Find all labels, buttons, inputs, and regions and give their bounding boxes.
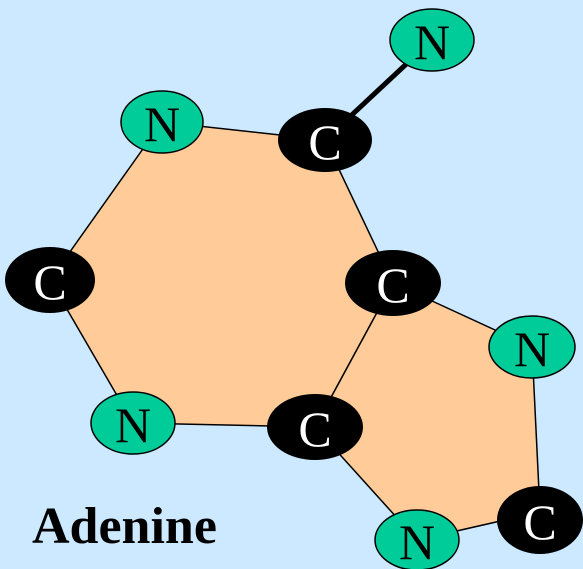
atom-right-n: N [488, 315, 576, 379]
atom-right-c-node [345, 250, 441, 316]
atom-bottom-c: C [267, 394, 363, 460]
atom-bottom-left-n-label: N [115, 397, 151, 453]
atom-bottom-n: N [374, 509, 460, 569]
atom-amine-n: N [389, 8, 475, 72]
atom-left-c-label: C [33, 254, 66, 310]
atom-bottom-c-label: C [298, 401, 331, 457]
atom-corner-c-node [497, 486, 583, 554]
atom-corner-c-label: C [523, 494, 556, 550]
atom-right-c-label: C [376, 257, 409, 313]
atom-amine-n-node [389, 8, 475, 72]
atom-top-n-node [120, 90, 204, 154]
atom-top-c-label: C [308, 114, 341, 170]
molecule-name: Adenine [32, 498, 217, 555]
atom-right-n-node [488, 315, 576, 379]
atom-bottom-left-n: N [90, 391, 176, 455]
atom-left-c-node [5, 247, 95, 313]
atom-amine-n-label: N [414, 14, 450, 70]
atom-top-c-node [278, 108, 372, 172]
atom-bottom-left-n-node [90, 391, 176, 455]
atom-corner-c: C [497, 486, 583, 554]
atom-top-c: C [278, 108, 372, 172]
atom-right-c: C [345, 250, 441, 316]
atom-left-c: C [5, 247, 95, 313]
atom-right-n-label: N [514, 321, 550, 377]
atom-top-n: N [120, 90, 204, 154]
atom-bottom-n-node [374, 509, 460, 569]
atom-bottom-c-node [267, 394, 363, 460]
atom-bottom-n-label: N [399, 514, 435, 569]
atom-top-n-label: N [144, 96, 180, 152]
